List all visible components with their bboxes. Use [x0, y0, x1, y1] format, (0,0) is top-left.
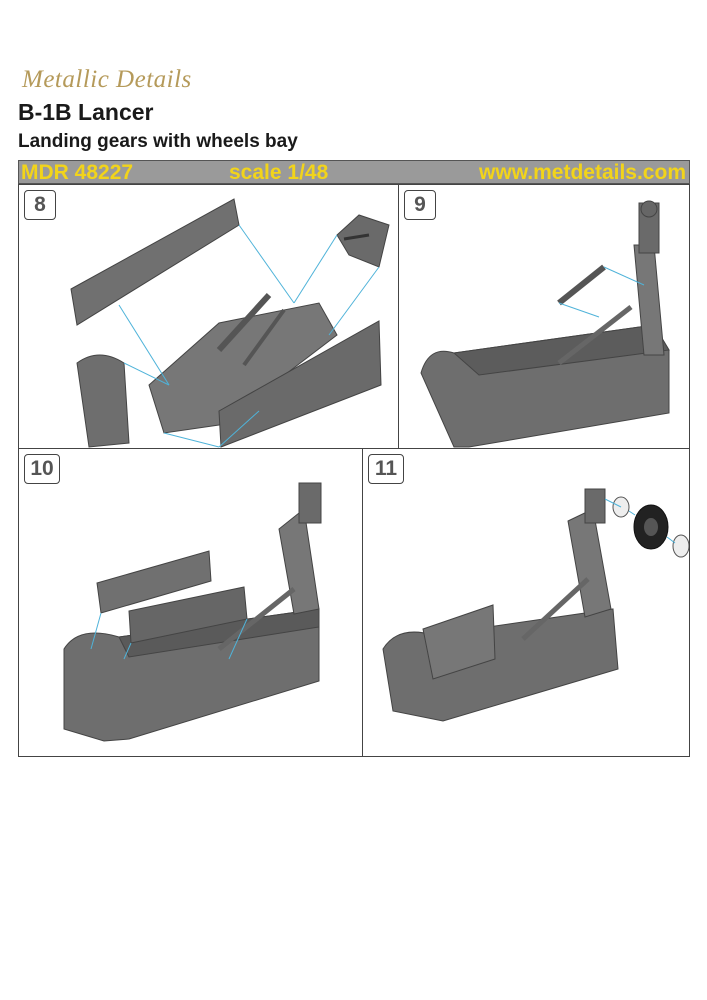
- step-10-panel: 10: [19, 449, 363, 756]
- step-9-panel: 9: [399, 185, 689, 449]
- page-subtitle: Landing gears with wheels bay: [18, 131, 298, 152]
- page-title: B-1B Lancer: [18, 99, 154, 125]
- step-11-illustration: [382, 488, 689, 722]
- step-number: 8: [24, 190, 56, 220]
- step-11-panel: 11: [363, 449, 689, 756]
- step-10-illustration: [63, 482, 322, 742]
- scale-label: scale 1/48: [229, 161, 329, 184]
- info-bar: MDR 48227 scale 1/48 www.metdetails.com: [18, 160, 690, 184]
- step-number: 10: [24, 454, 60, 484]
- step-9-illustration: [420, 200, 670, 448]
- instruction-grid: 8: [18, 184, 690, 757]
- step-number: 9: [404, 190, 436, 220]
- website-url[interactable]: www.metdetails.com: [479, 161, 686, 184]
- brand-logo: Metallic Details: [22, 66, 192, 93]
- step-number: 11: [368, 454, 404, 484]
- product-code: MDR 48227: [21, 161, 134, 184]
- step-8-illustration: [70, 198, 390, 448]
- step-8-panel: 8: [19, 185, 399, 449]
